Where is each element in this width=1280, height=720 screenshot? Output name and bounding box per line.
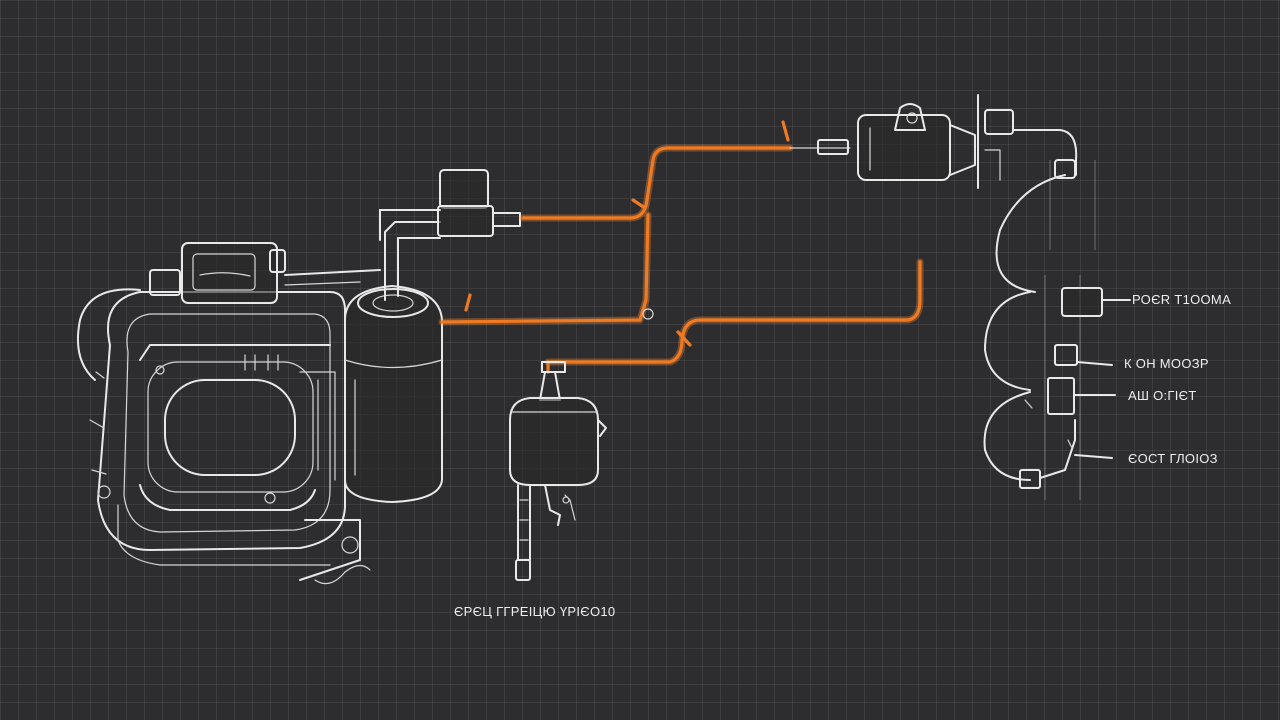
bottom-caption: ЄРЄЦ ГГРЕІЦЮ ҮРІЄО10 <box>454 604 616 619</box>
right-harness <box>983 160 1131 500</box>
pump-unit <box>857 94 1078 189</box>
label-pump: РОЄR Т1ООМА <box>1132 292 1232 307</box>
fuel-filter <box>509 361 607 581</box>
sensor-module <box>379 169 521 241</box>
filter-canister <box>344 221 443 503</box>
label-connector: АШ О:ГІЄТ <box>1128 388 1197 403</box>
label-valve: К ОН МООЗР <box>1124 356 1209 371</box>
fuel-lines <box>438 120 924 374</box>
label-return: ЄОСТ ГЛОІОЗ <box>1128 451 1218 466</box>
engine-block <box>76 288 371 585</box>
top-control-box <box>149 242 381 304</box>
